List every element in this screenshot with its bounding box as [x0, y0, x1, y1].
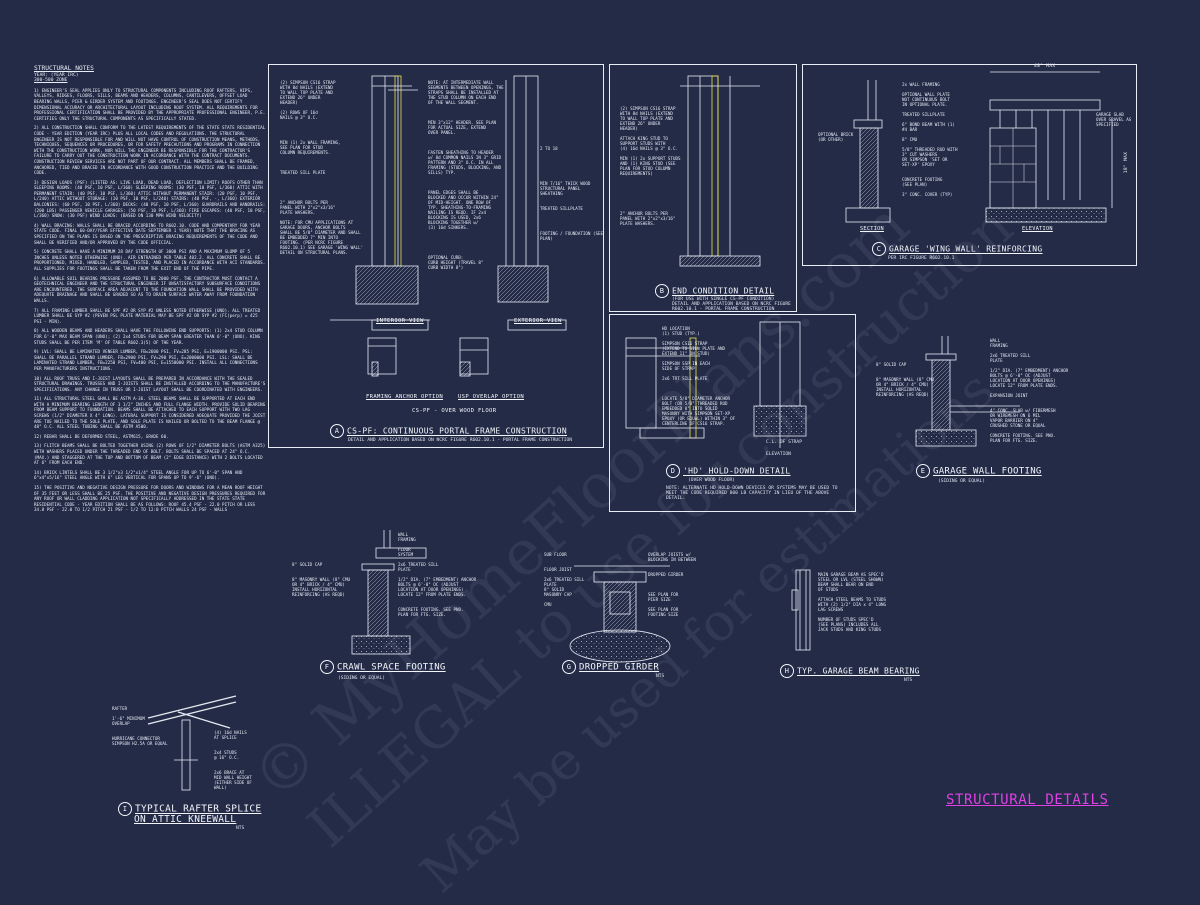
detail-b-letter: B — [655, 284, 669, 298]
notes-subtitle-2: 300-500 ZONE — [34, 78, 68, 84]
detail-i-right-labels: (4) 16d NAILS AT SPLICE 2x4 STUDS @ 16" … — [214, 730, 252, 790]
note-item: 14) BRICK LINTELS SHALL BE 3 1/2"x3 1/2"… — [34, 469, 243, 481]
detail-i-left-labels: RAFTER 1'-6" MINIMUM OVERLAP HURRICANE C… — [112, 706, 168, 746]
detail-f-letter: F — [320, 660, 334, 674]
detail-a-interior-view: INTERIOR VIEW — [376, 318, 424, 324]
structural-notes: STRUCTURAL NOTES YEAR: (YEAR IRC) 300-50… — [34, 66, 266, 517]
detail-d-frame — [609, 314, 856, 512]
note-item: 9) LVL: SHALL BE LAMINATED VENEER LUMBER… — [34, 349, 258, 371]
detail-d-elevation: ELEVATION — [766, 452, 791, 457]
detail-a-frame — [268, 64, 604, 448]
note-item: 10) ALL ROOF TRUSS AND I-JOIST LAYOUTS S… — [34, 375, 266, 392]
detail-c-right-labels: 2x WALL FRAMING OPTIONAL WALL PLATE NOT … — [902, 82, 958, 197]
detail-d-title-text: 'HD' HOLD-DOWN DETAIL — [683, 466, 791, 476]
detail-a-title-text: CS-PF: CONTINUOUS PORTAL FRAME CONSTRUCT… — [347, 426, 568, 436]
detail-e-title-text: GARAGE WALL FOOTING — [933, 466, 1042, 477]
note-item: 6) ALLOWABLE SOIL BEARING PRESSURE ASSUM… — [34, 275, 261, 303]
detail-c-dim-side: 18" MAX — [1124, 151, 1130, 174]
detail-c-section: SECTION — [860, 226, 884, 232]
note-item: 13) FLITCH BEAMS SHALL BE BOLTED TOGETHE… — [34, 443, 266, 466]
detail-d-letter: D — [666, 464, 680, 478]
detail-c-elevation: ELEVATION — [1022, 226, 1053, 232]
sheet-title: STRUCTURAL DETAILS — [946, 792, 1109, 808]
detail-a-left-labels: (2) SIMPSON CS16 STRAP WITH 8d NAILS (EX… — [280, 80, 364, 255]
detail-i-title2-text: ON ATTIC KNEEWALL — [134, 814, 237, 825]
detail-b-subtitle: (FOR USE WITH SINGLE CS-PF CONDITION) DE… — [672, 297, 791, 313]
detail-a-overwood: CS-PF - OVER WOOD FLOOR — [412, 408, 497, 414]
detail-g-title-text: DROPPED GIRDER — [579, 662, 660, 673]
note-item: 11) ALL STRUCTURAL STEEL SHALL BE ASTM A… — [34, 396, 266, 430]
detail-i-letter: I — [118, 802, 132, 816]
detail-d-subtitle: (OVER WOOD FLOOR) — [688, 478, 736, 483]
notes-subtitle: YEAR: (YEAR IRC) — [34, 72, 79, 78]
detail-h-letter: H — [780, 664, 794, 678]
detail-e-subtitle: (SIDING OR EQUAL) — [938, 479, 986, 484]
note-item: 5) CONCRETE SHALL HAVE A MINIMUM 28 DAY … — [34, 249, 266, 271]
detail-c-subtitle: PER IRC FIGURE R602.10.1 — [888, 256, 955, 261]
detail-c-dim-top: 48" MAX — [1034, 64, 1056, 69]
detail-a-letter: A — [330, 424, 344, 438]
note-item: 1) ENGINEER'S SEAL APPLIES ONLY TO STRUC… — [34, 87, 266, 121]
notes-title: STRUCTURAL NOTES — [34, 65, 94, 72]
detail-b-title-text: END CONDITION DETAIL — [672, 286, 775, 296]
detail-a-right-labels: 2 TO 18 MIN 7/16" THICK WOOD STRUCTURAL … — [540, 146, 604, 241]
detail-d-labels: HD LOCATION (1) STUD (TYP.) SIMPSON CS16… — [662, 326, 736, 426]
detail-f-right-labels: WALL FRAMING FLOOR SYSTEM 2x6 TREATED SI… — [398, 532, 477, 617]
detail-c-far-labels: GARAGE SLAB OVER GRAVEL AS SPECIFIED — [1096, 112, 1132, 127]
detail-b-frame — [609, 64, 797, 312]
detail-a-framing-anchor: FRAMING ANCHOR OPTION — [366, 394, 444, 400]
note-item: 3) DESIGN LOADS (PSF) (LISTED AS: LIVE L… — [34, 179, 266, 219]
note-item: 7) ALL FRAMING LUMBER SHALL BE SPF #2 OR… — [34, 307, 261, 324]
detail-h-title-text: TYP. GARAGE BEAM BEARING — [797, 666, 920, 676]
detail-d-title: D'HD' HOLD-DOWN DETAIL — [666, 464, 790, 478]
detail-c-title-text: GARAGE 'WING WALL' REINFORCING — [889, 244, 1043, 254]
note-item: 4) WALL BRACING: WALLS SHALL BE BRACED A… — [34, 222, 261, 245]
detail-c-frame — [802, 64, 1137, 266]
detail-b-labels: (2) SIMPSON CS16 STRAP WITH 8d NAILS (EX… — [620, 106, 681, 226]
detail-g-right-labels: OVERLAP JOISTS w/ BLOCKING IN BETWEEN DR… — [648, 552, 696, 617]
detail-f-title-text: CRAWL SPACE FOOTING — [337, 662, 446, 673]
detail-g-letter: G — [562, 660, 576, 674]
detail-d-cl: C.L. OF STRAP — [766, 440, 802, 445]
detail-c-letter: C — [872, 242, 886, 256]
detail-f-subtitle: (SIDING OR EQUAL) — [338, 676, 386, 681]
detail-e-letter: E — [916, 464, 930, 478]
detail-i-title-text: TYPICAL RAFTER SPLICE — [135, 803, 262, 815]
detail-g-left-labels: SUB FLOOR FLOOR JOIST 2x6 TREATED SILL P… — [544, 552, 585, 607]
detail-h-labels: MAIN GARAGE BEAM AS SPEC'D STEEL OR LVL … — [818, 572, 887, 632]
detail-a-exterior-view: EXTERIOR VIEW — [514, 318, 562, 324]
detail-e-left-labels: 8" SOLID CAP 8" MASONRY WALL (8" CMU OR … — [876, 362, 934, 397]
detail-a-subtitle: DETAIL AND APPLICATION BASED ON NCRC FIG… — [348, 438, 573, 443]
detail-e-right-labels: WALL FRAMING 2x6 TREATED SILL PLATE 1/2"… — [990, 338, 1069, 443]
note-item: 2) ALL CONSTRUCTION SHALL CONFORM TO THE… — [34, 125, 266, 176]
note-item: 12) REBAR SHALL BE DEFORMED STEEL, ASTM6… — [34, 433, 169, 439]
detail-a-overlap: USP OVERLAP OPTION — [458, 394, 525, 400]
detail-c-left-labels: OPTIONAL BRICK (OR OTHER) — [818, 132, 854, 142]
note-item: 8) ALL WOODEN BEAMS AND HEADERS SHALL HA… — [34, 328, 263, 345]
detail-g-subtitle: NTS — [656, 674, 665, 679]
detail-i-subtitle: NTS — [236, 826, 245, 831]
detail-a-mid-labels: NOTE: AT INTERMEDIATE WALL SEGMENTS BETW… — [428, 80, 504, 270]
note-item: 15) THE POSITIVE AND NEGATIVE DESIGN PRE… — [34, 485, 266, 513]
detail-f-left-labels: 8" SOLID CAP 8" MASONRY WALL (8" CMU OR … — [292, 562, 350, 597]
notes-list: 1) ENGINEER'S SEAL APPLIES ONLY TO STRUC… — [34, 88, 266, 513]
detail-d-note: NOTE: ALTERNATE HD HOLD-DOWN DEVICES OR … — [666, 486, 838, 502]
detail-h-subtitle: NTS — [904, 678, 913, 683]
detail-i-title-line2: ON ATTIC KNEEWALL — [134, 814, 236, 825]
